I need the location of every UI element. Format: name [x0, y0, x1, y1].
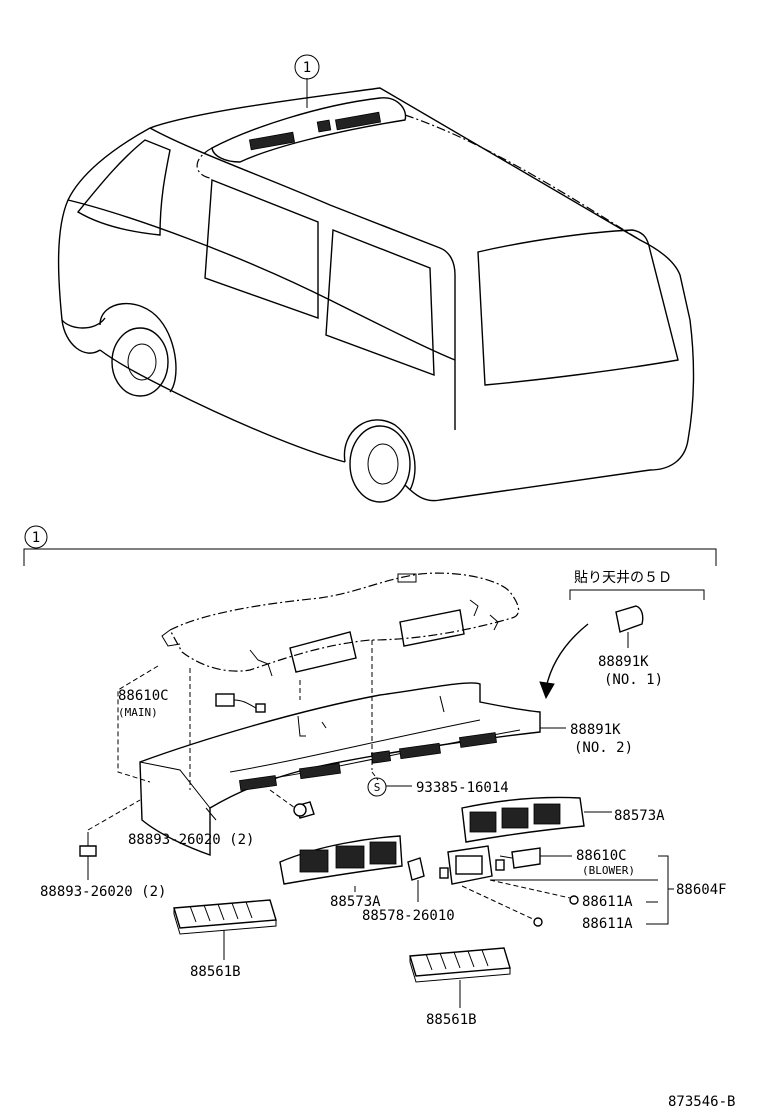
- label-88578-26010: 88578-26010: [362, 908, 455, 924]
- exploded-assembly: [79, 572, 705, 1008]
- label-88611a-2: 88611A: [582, 916, 633, 932]
- label-88610c-blower-sub: (BLOWER): [582, 864, 635, 877]
- callout-marker: 1: [303, 60, 311, 76]
- label-88573a-left: 88573A: [330, 894, 381, 910]
- label-88611a-1: 88611A: [582, 894, 633, 910]
- label-88891k-no2: 88891K: [570, 722, 621, 738]
- note-text: 貼り天井の５Ｄ: [574, 570, 672, 586]
- label-88610c-main: 88610C: [118, 688, 169, 704]
- label-88891k-no1: 88891K: [598, 654, 649, 670]
- label-88561b-right: 88561B: [426, 1012, 477, 1028]
- part-labels: 貼り天井の５Ｄ 88891K (NO. 1) 88891K (NO. 2) 88…: [40, 570, 735, 1110]
- section-marker: 1: [32, 530, 40, 546]
- section-bracket: 1: [23, 525, 717, 566]
- label-93385-16014: 93385-16014: [416, 780, 509, 796]
- label-88891k-no1-sub: (NO. 1): [604, 672, 663, 688]
- figure-id: 873546-B: [668, 1094, 735, 1110]
- label-88604f: 88604F: [676, 882, 727, 898]
- label-88610c-main-sub: (MAIN): [118, 706, 158, 719]
- label-88891k-no2-sub: (NO. 2): [574, 740, 633, 756]
- label-88561b-left: 88561B: [190, 964, 241, 980]
- label-88573a-right: 88573A: [614, 808, 665, 824]
- label-88893-26020-b: 88893-26020 (2): [40, 884, 166, 900]
- label-88610c-blower: 88610C: [576, 848, 627, 864]
- s-symbol: S: [374, 781, 381, 794]
- label-88893-26020-a: 88893-26020 (2): [128, 832, 254, 848]
- van-illustration: 1: [57, 54, 695, 503]
